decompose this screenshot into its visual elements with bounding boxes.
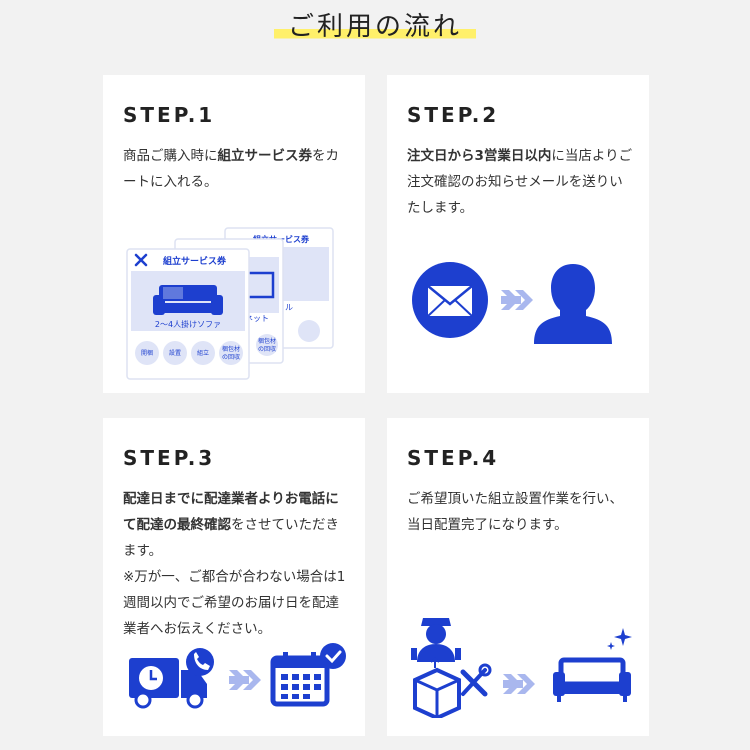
coupon-front: 組立サービス券 2〜4人掛けソファ 開梱 設置 組立 bbox=[126, 248, 250, 380]
email-illustration bbox=[387, 250, 649, 350]
arrow-right-icon bbox=[501, 290, 533, 310]
step-card-4: STEP.4 ご希望頂いた組立設置作業を行い、当日配置完了になります。 bbox=[387, 418, 649, 736]
coupon-title: 組立サービス券 bbox=[163, 255, 227, 267]
delivery-truck-icon bbox=[129, 658, 207, 709]
step-description: 商品ご購入時に組立サービス券をカートに入れる。 bbox=[123, 148, 339, 190]
step-description: 配達日までに配達業者よりお電話にて配達の最終確認をさせていただきます。※万が一、… bbox=[123, 491, 346, 637]
phone-icon bbox=[186, 648, 214, 676]
coupon-subtitle: 2〜4人掛けソファ bbox=[155, 319, 221, 329]
sofa-icon bbox=[553, 657, 631, 702]
worker-icon bbox=[411, 618, 461, 662]
svg-text:梱包材: 梱包材 bbox=[258, 337, 276, 345]
step-card-2: STEP.2 注文日から3営業日以内に当店よりご注文確認のお知らせメールを送りい… bbox=[387, 75, 649, 393]
step-card-3: STEP.3 配達日までに配達業者よりお電話にて配達の最終確認をさせていただきま… bbox=[103, 418, 365, 736]
svg-text:の回収: の回収 bbox=[258, 346, 276, 353]
step-label: STEP.2 bbox=[407, 103, 500, 127]
calendar-check-icon bbox=[270, 643, 346, 707]
step-label: STEP.1 bbox=[123, 103, 216, 127]
page-title-text: ご利用の流れ bbox=[273, 6, 476, 43]
coupon-back-sub: ル bbox=[285, 303, 293, 312]
box-icon bbox=[413, 656, 461, 721]
coupon-illustration: 組立サービス券 ル ビネット 梱包材 の回収 組立サービス券 bbox=[103, 225, 365, 385]
coupon-chip: 設置 bbox=[169, 349, 181, 357]
sparkle-icon bbox=[607, 628, 632, 650]
step-description: 注文日から3営業日以内に当店よりご注文確認のお知らせメールを送りいたします。 bbox=[407, 148, 633, 216]
coupon-chip: 開梱 bbox=[141, 349, 153, 357]
coupon-chip: 組立 bbox=[197, 349, 209, 357]
arrow-right-icon bbox=[229, 670, 261, 690]
mail-icon bbox=[412, 262, 488, 338]
delivery-illustration bbox=[103, 640, 365, 710]
page-title: ご利用の流れ bbox=[0, 6, 750, 43]
step-label: STEP.4 bbox=[407, 446, 500, 470]
coupon-back-sub: ビネット bbox=[237, 314, 269, 323]
step-label: STEP.3 bbox=[123, 446, 216, 470]
svg-text:の回収: の回収 bbox=[222, 354, 240, 361]
svg-text:梱包材: 梱包材 bbox=[222, 345, 240, 353]
step-description: ご希望頂いた組立設置作業を行い、当日配置完了になります。 bbox=[407, 491, 623, 533]
person-icon bbox=[534, 264, 612, 344]
step-card-1: STEP.1 商品ご購入時に組立サービス券をカートに入れる。 組立サービス券 ル… bbox=[103, 75, 365, 393]
tools-icon bbox=[460, 663, 492, 697]
installation-illustration bbox=[387, 614, 649, 721]
arrow-right-icon bbox=[503, 674, 535, 694]
